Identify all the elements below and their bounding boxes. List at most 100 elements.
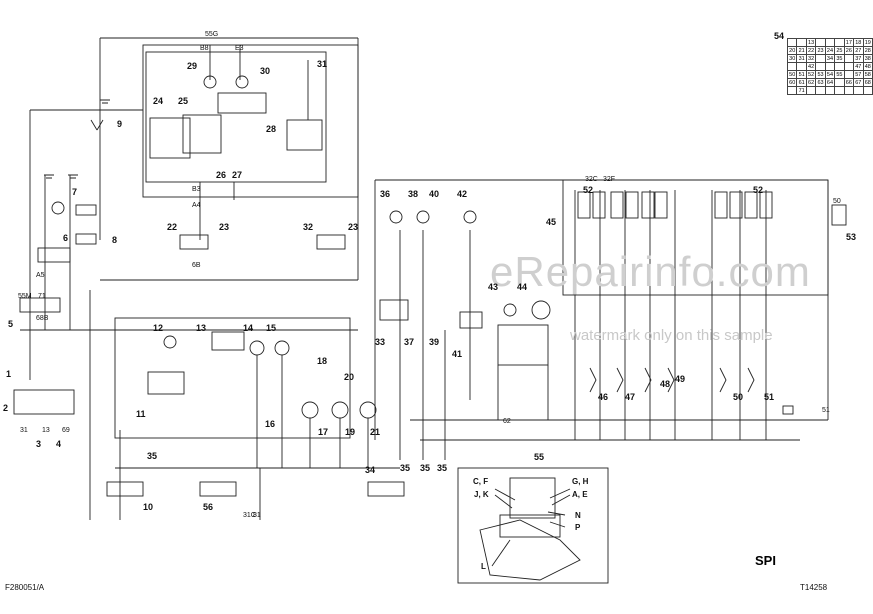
- callout-8: 8: [112, 235, 118, 245]
- grid-cell: 53: [815, 70, 826, 79]
- grid-cell: 38: [862, 54, 873, 63]
- callout-13: 13: [196, 323, 207, 333]
- wire-label: 32C: [585, 176, 598, 183]
- grid-cell: 57: [853, 70, 864, 79]
- sheet-code: T14258: [800, 583, 828, 592]
- callout-49: 49: [675, 374, 686, 384]
- callout-47: 47: [625, 392, 636, 402]
- callout-35a: 35: [147, 451, 158, 461]
- grid-cell: [843, 70, 855, 79]
- wire-label: 31: [20, 427, 28, 434]
- callout-27: 27: [232, 170, 243, 180]
- grid-cell: [834, 78, 845, 87]
- callout-51: 51: [764, 392, 775, 402]
- callout-43: 43: [488, 282, 499, 292]
- grid-cell: [796, 62, 807, 71]
- callout-53: 53: [846, 232, 857, 242]
- callout-45: 45: [546, 217, 557, 227]
- callout-28: 28: [266, 124, 277, 134]
- grid-cell: 42: [805, 62, 817, 71]
- wire-label: 6B: [192, 262, 201, 269]
- callout-32: 32: [303, 222, 314, 232]
- callout-23: 23: [219, 222, 230, 232]
- callout-50: 50: [733, 392, 744, 402]
- wire-label: 55G: [205, 31, 219, 38]
- grid-cell: [815, 38, 826, 47]
- grid-cell: 21: [796, 46, 807, 55]
- grid-cell: [843, 62, 855, 71]
- callout-41: 41: [452, 349, 463, 359]
- callout-21: 21: [370, 427, 381, 437]
- callout-17: 17: [318, 427, 329, 437]
- wire-label: 62: [503, 418, 511, 425]
- wire-label: E3: [235, 45, 244, 52]
- grid-cell: 31: [796, 54, 807, 63]
- callout-7: 7: [72, 187, 78, 197]
- grid-cell: 67: [853, 78, 864, 87]
- grid-cell: 28: [862, 46, 873, 55]
- wire-label: 69: [62, 427, 70, 434]
- grid-cell: 37: [853, 54, 864, 63]
- callout-37: 37: [404, 337, 415, 347]
- grid-cell: [815, 54, 826, 63]
- callout-52b: 52: [753, 185, 764, 195]
- callout-14: 14: [243, 323, 254, 333]
- callout-35b: 35: [400, 463, 411, 473]
- callout-46: 46: [598, 392, 609, 402]
- grid-cell: [862, 86, 873, 95]
- watermark-note: watermark only on this sample: [570, 327, 773, 344]
- grid-cell: 22: [805, 46, 817, 55]
- grid-cell: [815, 86, 826, 95]
- callout-31: 31: [317, 59, 328, 69]
- callout-44: 44: [517, 282, 528, 292]
- callout-30: 30: [260, 66, 271, 76]
- grid-cell: 13: [805, 38, 817, 47]
- grid-cell: 24: [824, 46, 836, 55]
- callout-22: 22: [167, 222, 178, 232]
- wire-label: 50: [833, 198, 841, 205]
- callout-52a: 52: [583, 185, 594, 195]
- grid-cell: 52: [805, 70, 817, 79]
- grid-cell: 30: [786, 54, 798, 63]
- callout-19: 19: [345, 427, 356, 437]
- grid-cell: 48: [862, 62, 873, 71]
- grid-cell: 20: [786, 46, 798, 55]
- callout-34: 34: [365, 465, 376, 475]
- callout-11: 11: [136, 409, 146, 419]
- inset-label-gh: G, H: [572, 477, 589, 486]
- callout-35d: 35: [437, 463, 448, 473]
- grid-cell: 18: [853, 38, 864, 47]
- wire-label: 81: [253, 512, 261, 519]
- grid-cell: [824, 38, 836, 47]
- inset-label-p: P: [575, 523, 581, 532]
- grid-cell: [796, 38, 807, 47]
- grid-cell: 62: [805, 78, 817, 87]
- grid-cell: 17: [843, 38, 855, 47]
- callout-29: 29: [187, 61, 198, 71]
- grid-cell: 27: [853, 46, 864, 55]
- grid-cell: 50: [786, 70, 798, 79]
- callout-40: 40: [429, 189, 440, 199]
- wire-label: 31C: [243, 512, 256, 519]
- grid-cell: 19: [862, 38, 873, 47]
- grid-cell: 64: [824, 78, 836, 87]
- callout-23b: 23: [348, 222, 359, 232]
- wire-label: 55M: [18, 293, 32, 300]
- grid-cell: [786, 86, 798, 95]
- callout-3: 3: [36, 439, 42, 449]
- grid-cell: 51: [796, 70, 807, 79]
- callout-18: 18: [317, 356, 328, 366]
- grid-cell: [834, 62, 845, 71]
- grid-cell: 68: [862, 78, 873, 87]
- callout-33: 33: [375, 337, 386, 347]
- figure-code: F280051/A: [5, 583, 45, 592]
- grid-cell: [843, 86, 855, 95]
- callout-2: 2: [3, 403, 9, 413]
- callout-5: 5: [8, 319, 14, 329]
